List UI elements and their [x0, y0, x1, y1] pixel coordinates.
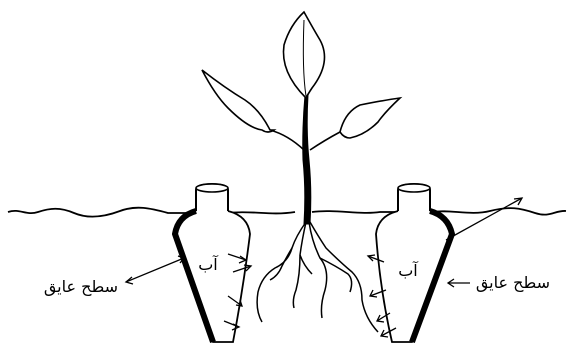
plant-left-leaf-stalk [270, 130, 304, 150]
left-water-label: آب [198, 255, 219, 274]
plant-roots [257, 222, 378, 332]
plant-stem [303, 95, 311, 224]
plant [202, 12, 400, 224]
plant-right-leaf-stalk [310, 132, 340, 150]
left-pot-body [175, 211, 250, 342]
right-coating-label: سطح عايق [476, 273, 550, 293]
right-coating-pointer [446, 198, 522, 240]
left-coating-pointer [126, 258, 184, 282]
plant-left-leaf [202, 70, 274, 132]
right-pot-rim [398, 184, 430, 192]
left-coating-label: سطح عايق [44, 277, 118, 297]
left-pot-rim [196, 184, 228, 192]
right-water-label: آب [398, 261, 419, 280]
soil-surface-line [8, 208, 566, 217]
plant-right-leaf [340, 98, 400, 138]
